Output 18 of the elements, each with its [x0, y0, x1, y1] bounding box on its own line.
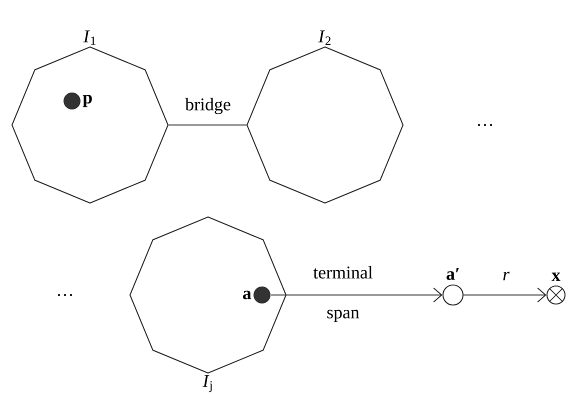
edge-label: bridge	[185, 98, 230, 114]
set-label: I$_{2}$	[318, 30, 331, 45]
island-polygon	[129, 216, 287, 392]
edge-label: terminal span	[313, 266, 373, 322]
set-label: I$_{1}$	[83, 30, 96, 45]
set-label: I$_{j}$	[202, 375, 212, 392]
arrow	[271, 288, 442, 302]
node-label: a	[243, 290, 252, 300]
edge-label: r	[503, 272, 510, 280]
connector-line	[168, 124, 246, 126]
island-polygon	[11, 30, 169, 204]
ellipsis: …	[58, 294, 72, 296]
node-label: p	[82, 94, 92, 108]
arrow	[464, 288, 546, 302]
island-polygon	[246, 30, 404, 204]
node-label: x	[552, 272, 560, 281]
node-label: a′	[446, 268, 459, 280]
ellipsis: …	[478, 124, 492, 126]
